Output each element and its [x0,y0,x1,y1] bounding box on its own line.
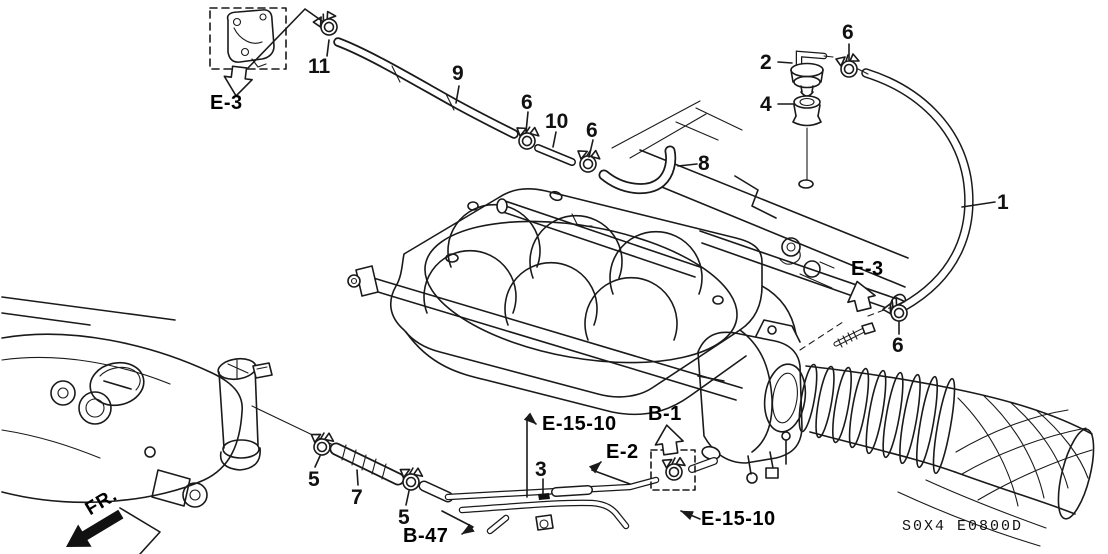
part-callout-6c: 6 [842,21,854,44]
part-callout-2: 2 [760,51,772,74]
clamp-b1-icon [659,454,687,483]
part-callout-3: 3 [535,458,547,481]
throttle-body-duct-art [697,319,1095,547]
grommet-art [792,95,822,127]
ref-label-e2: E-2 [606,441,639,463]
clamp-6b-icon [572,145,603,176]
b1-arrow-icon [652,422,686,457]
part-callout-8: 8 [698,152,710,175]
part-callout-9: 9 [452,62,464,85]
part-callout-7: 7 [351,486,363,509]
breather-hoses-art [329,37,974,535]
ref-label-e3-top: E-3 [210,92,243,114]
part-callout-5b: 5 [398,506,410,529]
e3-right-arrow-icon [842,277,879,314]
part-callout-6d: 6 [892,334,904,357]
ref-label-e15-10-bottom: E-15-10 [701,508,776,530]
ref-label-e15-10-top: E-15-10 [542,413,617,435]
stud-bolt-art [833,322,876,348]
clamp-6c-icon [835,53,860,78]
front-cylinder-head-art [1,296,391,554]
ref-label-b1: B-1 [648,403,682,425]
part-callout-10: 10 [545,110,569,133]
part-callout-1: 1 [997,191,1009,214]
ref-label-b47: B-47 [403,525,449,547]
part-callout-11: 11 [308,55,331,78]
part-callout-4: 4 [760,93,772,116]
diagram-code: S0X4 E0800D [902,518,1024,535]
front-direction-arrow-icon [66,509,124,547]
clamp-11-icon [310,8,342,40]
leader-lines [246,8,996,535]
breather-plate-art [209,7,287,70]
part-callout-5a: 5 [308,468,320,491]
ref-label-e3-right: E-3 [851,258,884,280]
part-callout-6a: 6 [521,91,533,114]
intake-manifold-art [347,188,797,453]
part-callout-6b: 6 [586,119,598,142]
pcv-valve-art [790,50,834,97]
rear-cylinder-head-art [611,100,909,315]
